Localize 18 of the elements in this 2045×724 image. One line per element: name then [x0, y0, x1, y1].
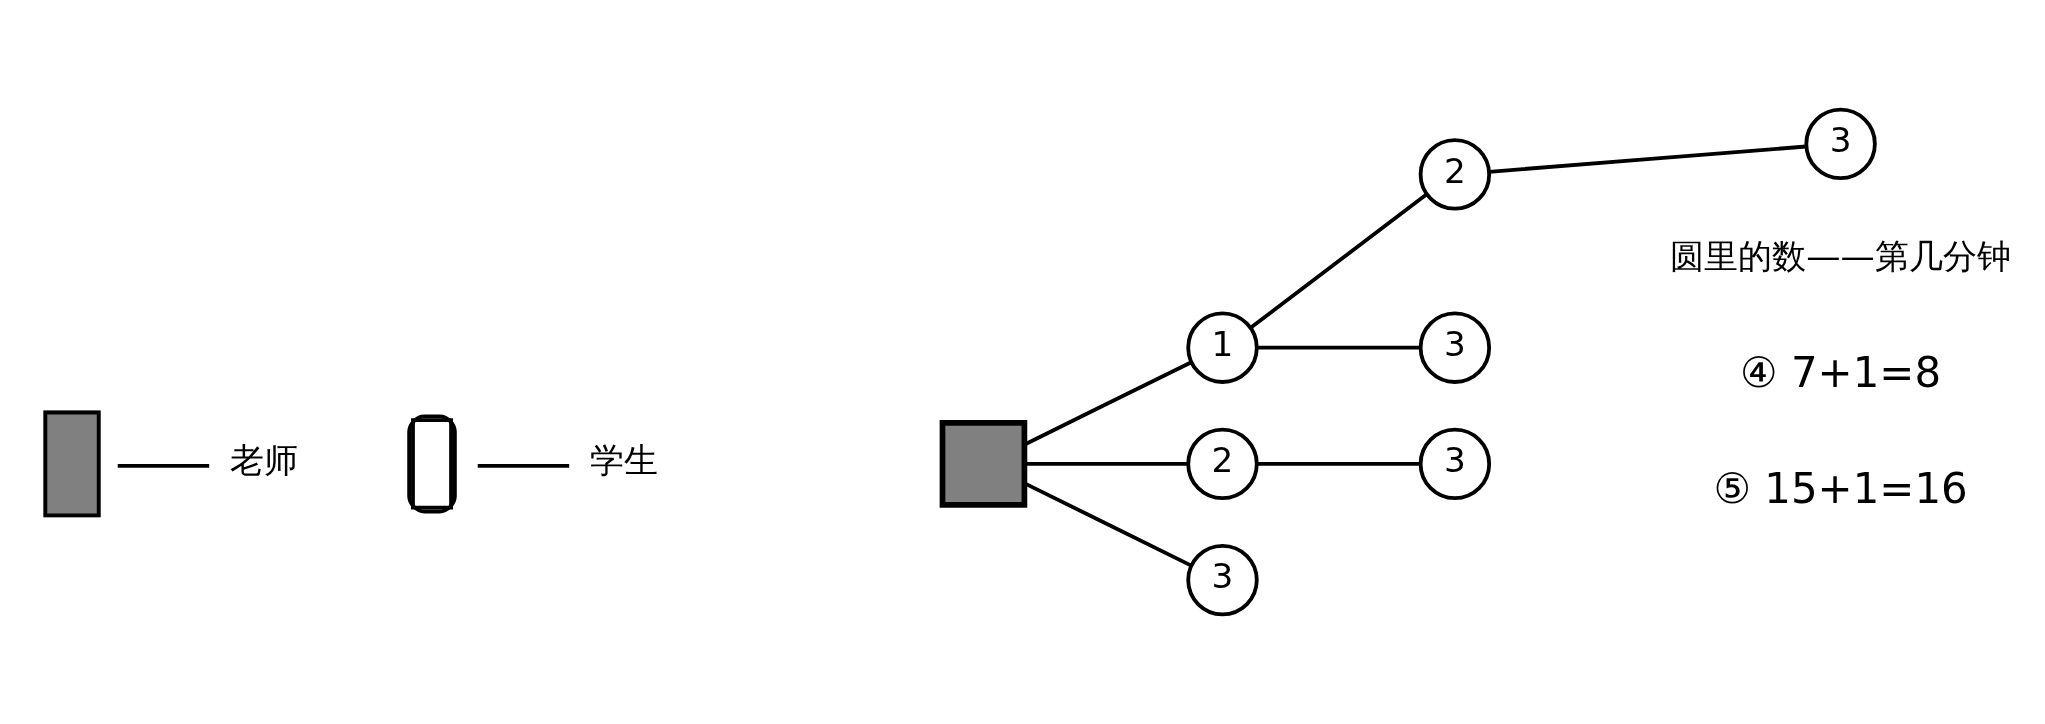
node-circle: 1	[1186, 311, 1259, 384]
node-circle: 2	[1418, 138, 1492, 211]
node-circle: 3	[1418, 311, 1492, 384]
connector	[1257, 345, 1421, 350]
legend-label: 老师	[230, 440, 299, 481]
node-circle: 3	[1186, 543, 1259, 617]
label: ⑤ 15+1=16	[1713, 464, 1968, 514]
connector	[1249, 193, 1428, 330]
connector	[1024, 462, 1188, 466]
node-circle: 2	[1186, 427, 1259, 501]
node-box	[939, 420, 1028, 508]
legend-label: 学生	[590, 440, 659, 481]
connector	[1489, 144, 1807, 174]
node-circle: 3	[1418, 427, 1492, 501]
node-circle: 3	[1804, 107, 1877, 181]
label: 圆里的数——第几分钟	[1670, 236, 2011, 277]
label: ④ 7+1=8	[1740, 347, 1942, 397]
connector	[1257, 462, 1421, 466]
